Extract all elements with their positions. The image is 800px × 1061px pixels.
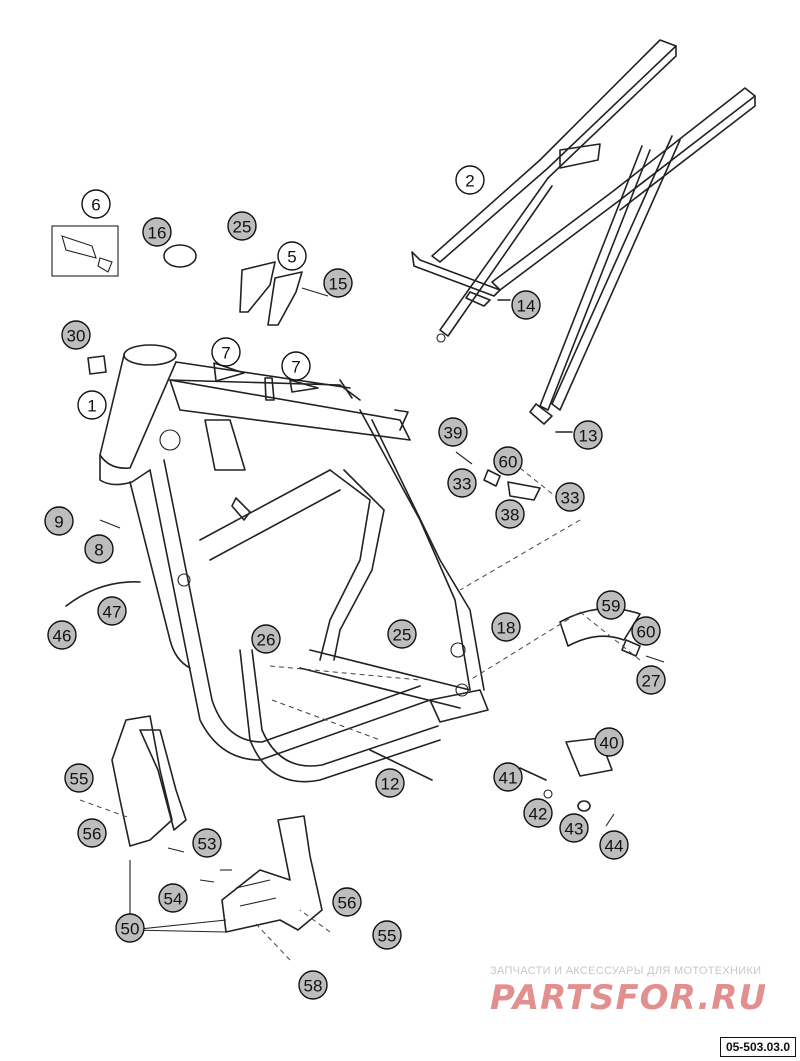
part-callout-label: 39	[444, 424, 463, 443]
part-callout-label: 47	[103, 603, 122, 622]
part-callout-label: 5	[287, 248, 296, 267]
part-callout-30: 30	[61, 320, 91, 350]
part-callout-26: 26	[251, 624, 281, 654]
part-callout-2: 2	[455, 165, 485, 195]
part-callout-54: 54	[158, 883, 188, 913]
part-callout-53: 53	[192, 828, 222, 858]
part-callout-15: 15	[323, 268, 353, 298]
part-callout-43: 43	[559, 813, 589, 843]
part-callout-16: 16	[142, 217, 172, 247]
part-callout-55: 55	[64, 763, 94, 793]
main-frame	[99, 344, 489, 783]
leader-lines	[79, 467, 641, 961]
part-callout-label: 25	[233, 218, 252, 237]
part-callout-42: 42	[523, 798, 553, 828]
part-callout-5: 5	[277, 241, 307, 271]
part-callout-40: 40	[594, 727, 624, 757]
part-callout-44: 44	[599, 830, 629, 860]
part-callout-label: 16	[148, 224, 167, 243]
part-callout-58: 58	[298, 970, 328, 1000]
part-callout-56: 56	[332, 887, 362, 917]
part-callout-label: 60	[637, 623, 656, 642]
part-callout-label: 58	[304, 977, 323, 996]
frame-protectors	[111, 715, 323, 933]
part-callout-label: 26	[257, 631, 276, 650]
part-callout-41: 41	[493, 762, 523, 792]
part-callout-label: 14	[517, 297, 536, 316]
part-callout-33: 33	[447, 468, 477, 498]
part-callout-6: 6	[81, 189, 111, 219]
part-callout-label: 41	[499, 769, 518, 788]
part-callout-label: 38	[501, 506, 520, 525]
part-callout-label: 42	[529, 805, 548, 824]
part-callout-33: 33	[555, 482, 585, 512]
part-callout-8: 8	[84, 534, 114, 564]
watermark-logo: PARTSFOR.RU	[490, 978, 768, 1018]
part-callout-label: 27	[642, 672, 661, 691]
part-callout-label: 13	[579, 427, 598, 446]
part-callout-18: 18	[491, 612, 521, 642]
part-callout-60: 60	[493, 446, 523, 476]
part-callout-59: 59	[596, 590, 626, 620]
part-callout-label: 18	[497, 619, 516, 638]
part-callout-label: 54	[164, 890, 183, 909]
part-callout-label: 15	[329, 275, 348, 294]
part-callout-50: 50	[115, 913, 145, 943]
part-callout-label: 7	[221, 344, 230, 363]
callouts: 1256778912131415161825252627303333383940…	[44, 165, 666, 1000]
part-callout-14: 14	[511, 290, 541, 320]
small-parts	[51, 225, 665, 827]
part-callout-7: 7	[281, 351, 311, 381]
part-callout-label: 2	[465, 172, 474, 191]
part-callout-label: 43	[565, 820, 584, 839]
part-callout-7: 7	[211, 337, 241, 367]
part-callout-label: 25	[393, 626, 412, 645]
part-callout-38: 38	[495, 499, 525, 529]
part-callout-label: 56	[338, 894, 357, 913]
part-callout-label: 55	[70, 770, 89, 789]
part-callout-label: 33	[453, 475, 472, 494]
part-callout-56: 56	[77, 818, 107, 848]
part-callout-27: 27	[636, 665, 666, 695]
part-callout-label: 50	[121, 920, 140, 939]
part-callout-label: 6	[91, 196, 100, 215]
part-callout-label: 1	[87, 397, 96, 416]
figure-code: 05-503.03.0	[719, 1037, 796, 1057]
part-callout-label: 12	[381, 775, 400, 794]
part-callout-25: 25	[387, 619, 417, 649]
part-callout-25: 25	[227, 211, 257, 241]
part-callout-1: 1	[77, 390, 107, 420]
part-callout-60: 60	[631, 616, 661, 646]
part-callout-46: 46	[47, 620, 77, 650]
watermark-tagline: ЗАПЧАСТИ И АКСЕССУАРЫ ДЛЯ МОТОТЕХНИКИ	[490, 965, 762, 977]
part-callout-label: 7	[291, 358, 300, 377]
part-callout-12: 12	[375, 768, 405, 798]
part-callout-13: 13	[573, 420, 603, 450]
part-callout-label: 59	[602, 597, 621, 616]
part-callout-label: 40	[600, 734, 619, 753]
part-callout-label: 30	[67, 327, 86, 346]
part-callout-label: 9	[54, 513, 63, 532]
part-callout-label: 44	[605, 837, 624, 856]
part-callout-label: 8	[94, 541, 103, 560]
part-callout-label: 55	[378, 927, 397, 946]
part-callout-label: 60	[499, 453, 518, 472]
part-callout-39: 39	[438, 417, 468, 447]
part-callout-9: 9	[44, 506, 74, 536]
part-callout-55: 55	[372, 920, 402, 950]
part-callout-label: 33	[561, 489, 580, 508]
part-callout-label: 56	[83, 825, 102, 844]
part-callout-label: 46	[53, 627, 72, 646]
part-callout-47: 47	[97, 596, 127, 626]
rear-subframe	[411, 39, 756, 425]
part-callout-label: 53	[198, 835, 217, 854]
